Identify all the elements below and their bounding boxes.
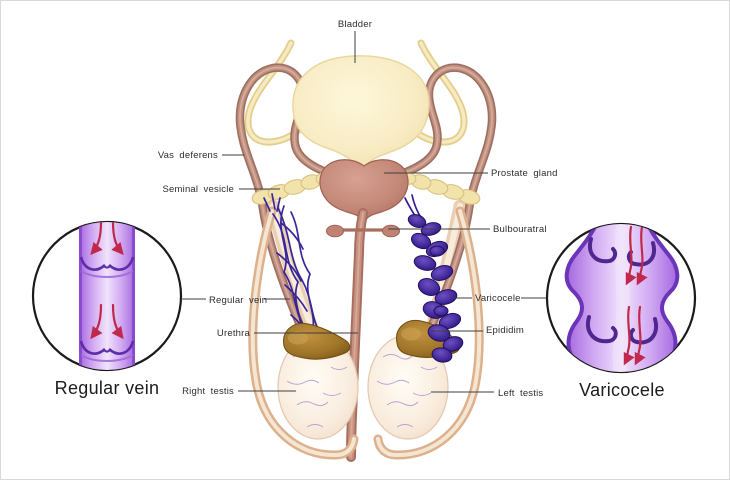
caption-varicocele: Varicocele bbox=[579, 380, 665, 400]
label-regular-vein: Regular vein bbox=[209, 295, 268, 306]
bulbourethral-glands bbox=[326, 224, 400, 238]
left-testis-shape bbox=[367, 334, 449, 440]
label-bulbouratral: Bulbouratral bbox=[493, 224, 547, 235]
inset-regular-vein bbox=[31, 220, 183, 372]
label-prostate-gland: Prostate gland bbox=[491, 168, 558, 179]
label-seminal-vesicle: Seminal vesicle bbox=[162, 184, 234, 195]
blood-flow-arrows-right-inset bbox=[623, 225, 648, 366]
label-varicocele: Varicocele bbox=[475, 293, 521, 304]
label-bladder: Bladder bbox=[337, 19, 373, 30]
blood-flow-arrows-left-inset bbox=[90, 222, 124, 340]
label-epididim: Epididim bbox=[486, 325, 525, 336]
scrotum-outline bbox=[248, 206, 484, 460]
leader-lines bbox=[181, 31, 546, 393]
bladder-shape bbox=[292, 55, 430, 171]
label-vas-deferens: Vas deferens bbox=[157, 150, 218, 161]
inset-varicocele bbox=[545, 222, 697, 374]
urethra-shape bbox=[346, 208, 368, 462]
label-urethra: Urethra bbox=[216, 328, 250, 339]
caption-regular-vein: Regular vein bbox=[54, 378, 160, 398]
label-right-testis: Right testis bbox=[182, 386, 234, 397]
label-left-testis: Left testis bbox=[498, 388, 544, 399]
right-epididymis bbox=[283, 322, 351, 360]
